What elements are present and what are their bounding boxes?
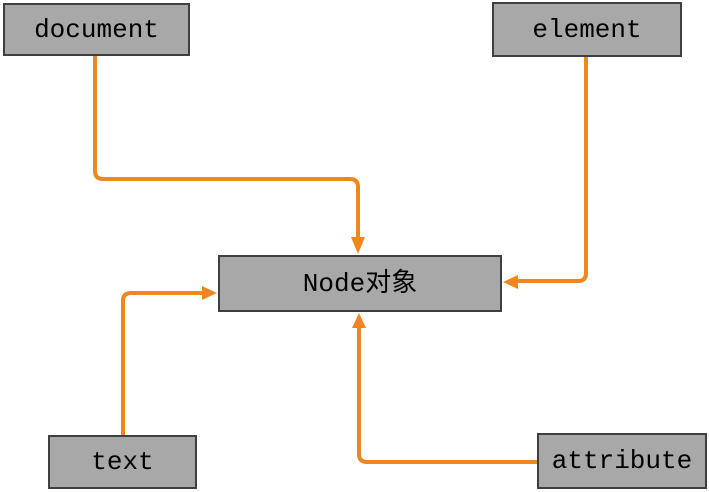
node-box-element: element [492, 2, 682, 57]
edge-attribute-arrowhead-icon [352, 313, 366, 328]
edge-document-to-node [93, 56, 360, 239]
node-label-node-object: Node对象 [302, 268, 418, 299]
node-box-node-object: Node对象 [218, 255, 502, 312]
edge-attribute-to-node [357, 328, 537, 464]
node-label-document: document [34, 14, 159, 45]
node-box-attribute: attribute [537, 433, 707, 489]
node-box-document: document [3, 3, 190, 56]
edge-text-arrowhead-icon [202, 286, 217, 300]
edge-document-arrowhead-icon [351, 237, 365, 254]
edge-text-to-node [121, 291, 202, 435]
edge-element-arrowhead-icon [503, 275, 518, 289]
node-label-element: element [532, 14, 642, 45]
node-label-attribute: attribute [551, 446, 693, 476]
node-label-text: text [91, 447, 154, 477]
node-box-text: text [48, 435, 197, 489]
edge-element-to-node [518, 57, 588, 283]
